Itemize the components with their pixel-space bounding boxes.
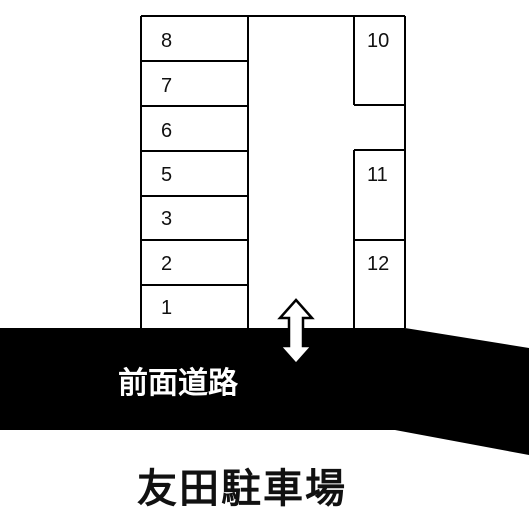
front-road xyxy=(0,328,529,455)
lot-outline xyxy=(140,15,406,328)
right-space-column xyxy=(353,16,405,328)
space-label: 1 xyxy=(161,297,172,319)
space-label: 7 xyxy=(161,75,172,97)
space-label: 3 xyxy=(161,208,172,230)
lot-title: 友田駐車場 xyxy=(137,466,347,512)
space-label: 2 xyxy=(161,253,172,275)
road-label: 前面道路 xyxy=(118,366,239,401)
space-label: 5 xyxy=(161,164,172,186)
space-label: 12 xyxy=(367,253,389,275)
space-label: 10 xyxy=(367,30,389,52)
space-label: 8 xyxy=(161,30,172,52)
double-arrow-vertical-icon xyxy=(277,298,315,366)
left-space-column xyxy=(141,16,249,328)
space-label: 11 xyxy=(367,164,388,186)
space-label: 6 xyxy=(161,120,172,142)
